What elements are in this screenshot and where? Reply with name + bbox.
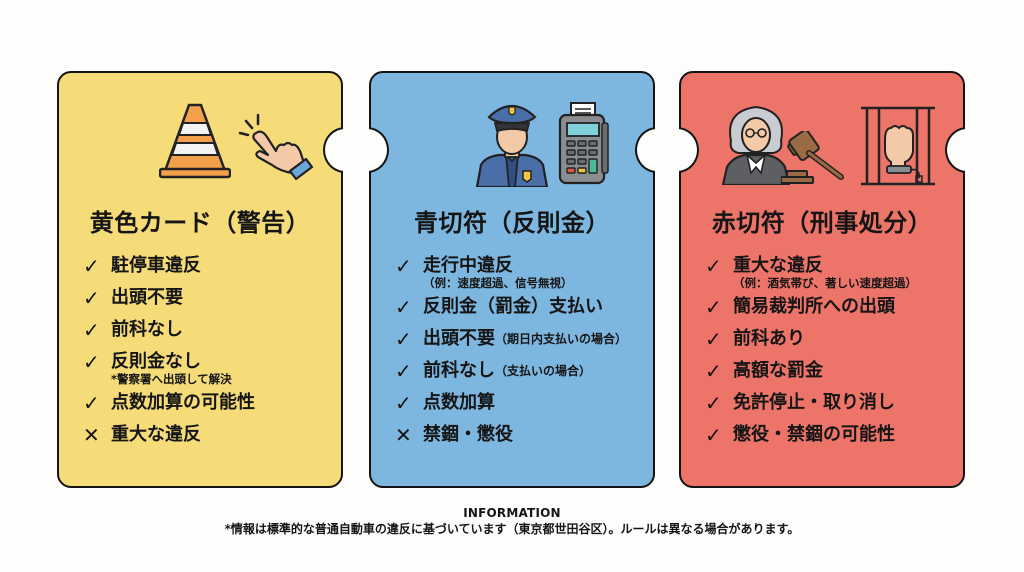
check-icon: ✓ [83,391,100,415]
traffic-cone-icon [159,103,231,179]
list-item: ✓反則金なし*警察署へ出頭して解決 [83,350,232,386]
item-note: （支払いの場合） [495,364,592,378]
blue-ticket-fine: 青切符（反則金） ✓走行中違反（例：速度超過、信号無視） ✓反則金（罰金）支払い… [369,71,655,488]
card-title: 青切符（反則金） [414,209,610,237]
gavel-icon [781,131,844,184]
list-item: ✓前科なし [83,318,183,342]
red-ticket-criminal: 赤切符（刑事処分） ✓重大な違反（例：酒気帯び、著しい速度超過） ✓簡易裁判所へ… [679,71,965,488]
check-icon: ✓ [395,359,412,383]
ticket-notch [323,127,343,173]
list-item: ✓前科なし（支払いの場合） [395,359,592,383]
ticket-notch [635,127,655,173]
card-title: 赤切符（刑事処分） [711,209,933,237]
list-item: ✓懲役・禁錮の可能性 [705,423,895,447]
list-item: ✕重大な違反 [83,423,201,447]
card-title: 黄色カード（警告） [89,209,311,237]
yellow-card-items: ✓駐停車違反 ✓出頭不要 ✓前科なし ✓反則金なし*警察署へ出頭して解決 ✓点数… [83,255,333,456]
check-icon: ✓ [705,295,722,319]
item-note: （期日内支払いの場合） [495,332,628,346]
list-item: ✓駐停車違反 [83,254,201,278]
check-icon: ✓ [395,327,412,351]
check-icon: ✓ [705,254,722,278]
cross-icon: ✕ [395,423,412,447]
list-item: ✓点数加算 [395,391,495,415]
red-card-items: ✓重大な違反（例：酒気帯び、著しい速度超過） ✓簡易裁判所への出頭 ✓前科あり … [705,255,955,456]
pointing-hand-icon [238,113,314,181]
ticket-notch [945,127,965,173]
list-item: ✓高額な罰金 [705,359,823,383]
item-note: *警察署へ出頭して解決 [111,372,232,386]
payment-terminal-icon [558,102,609,185]
check-icon: ✓ [83,350,100,374]
ticket-notch [679,127,699,173]
check-icon: ✓ [83,318,100,342]
yellow-card-warning: 黄色カード（警告） ✓駐停車違反 ✓出頭不要 ✓前科なし ✓反則金なし*警察署へ… [57,71,343,488]
check-icon: ✓ [705,423,722,447]
jail-fist-icon [861,106,935,186]
list-item: ✓出頭不要 [83,286,183,310]
list-item: ✓重大な違反（例：酒気帯び、著しい速度超過） [705,254,917,290]
ticket-notch [369,127,389,173]
police-officer-icon [475,104,549,187]
information-footer: INFORMATION *情報は標準的な普通自動車の違反に基づいています（東京都… [0,506,1024,537]
check-icon: ✓ [83,254,100,278]
information-title: INFORMATION [463,506,561,520]
check-icon: ✓ [395,295,412,319]
list-item: ✕禁錮・懲役 [395,423,513,447]
blue-card-icons [371,101,653,191]
item-note: （例：速度超過、信号無視） [423,276,573,290]
blue-card-items: ✓走行中違反（例：速度超過、信号無視） ✓反則金（罰金）支払い ✓出頭不要（期日… [395,255,645,456]
check-icon: ✓ [83,286,100,310]
list-item: ✓免許停止・取り消し [705,391,895,415]
list-item: ✓出頭不要（期日内支払いの場合） [395,327,628,351]
yellow-card-icons [59,101,341,191]
list-item: ✓反則金（罰金）支払い [395,295,603,319]
check-icon: ✓ [705,359,722,383]
cross-icon: ✕ [83,423,100,447]
red-card-icons [681,101,963,191]
list-item: ✓前科あり [705,327,805,351]
list-item: ✓簡易裁判所への出頭 [705,295,895,319]
list-item: ✓点数加算の可能性 [83,391,255,415]
item-note: （例：酒気帯び、著しい速度超過） [733,276,917,290]
check-icon: ✓ [705,391,722,415]
list-item: ✓走行中違反（例：速度超過、信号無視） [395,254,573,290]
check-icon: ✓ [395,254,412,278]
check-icon: ✓ [395,391,412,415]
check-icon: ✓ [705,327,722,351]
judge-icon [721,105,791,185]
information-disclaimer: *情報は標準的な普通自動車の違反に基づいています（東京都世田谷区）。ルールは異な… [224,522,800,536]
